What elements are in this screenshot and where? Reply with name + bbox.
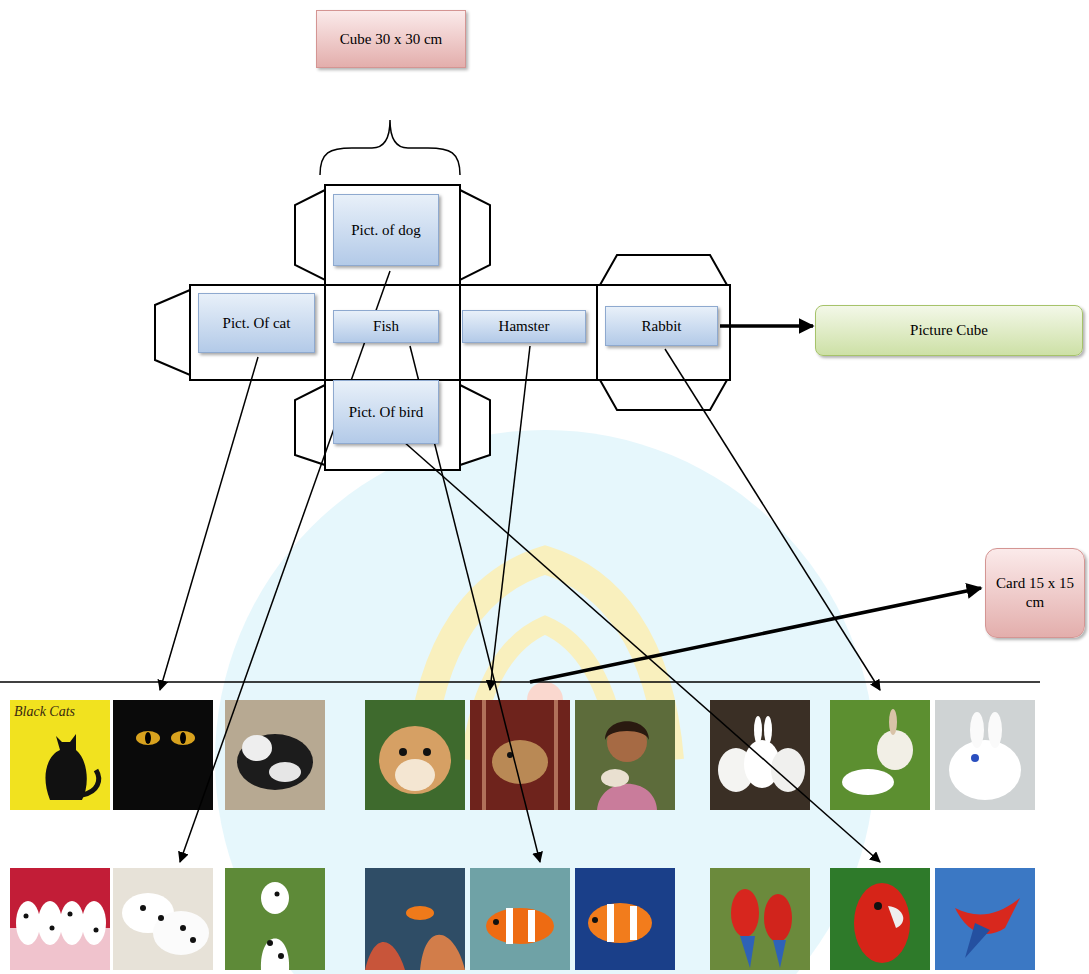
photo-caption: Black Cats [14, 704, 75, 719]
node-text: Rabbit [642, 317, 682, 336]
face-label: Fish [333, 310, 439, 343]
face-label: Pict. Of cat [198, 293, 315, 353]
node-text: Pict. of dog [351, 221, 421, 240]
connector-arrow [720, 324, 813, 328]
face-label: Pict. Of bird [333, 380, 439, 444]
node-text: Pict. Of cat [223, 314, 291, 333]
face-label: Hamster [462, 310, 586, 343]
cube-net [155, 185, 730, 470]
node-text: Cube 30 x 30 cm [340, 30, 443, 49]
dimension-box: Card 15 x 15 cm [985, 548, 1085, 638]
dimension-box: Cube 30 x 30 cm [316, 10, 466, 68]
result-box: Picture Cube [815, 305, 1083, 356]
node-text: Card 15 x 15 cm [994, 574, 1076, 612]
face-label: Pict. of dog [333, 194, 439, 266]
leader-arrows [160, 271, 880, 862]
card-arrow [530, 588, 981, 682]
node-text: Pict. Of bird [349, 403, 424, 422]
node-text: Picture Cube [910, 321, 988, 340]
face-label: Rabbit [605, 306, 718, 346]
baseline [0, 681, 1040, 683]
photo-cards [10, 868, 1035, 970]
brace [320, 120, 460, 175]
node-text: Fish [373, 317, 399, 336]
watermark [215, 430, 875, 974]
node-text: Hamster [499, 317, 550, 336]
